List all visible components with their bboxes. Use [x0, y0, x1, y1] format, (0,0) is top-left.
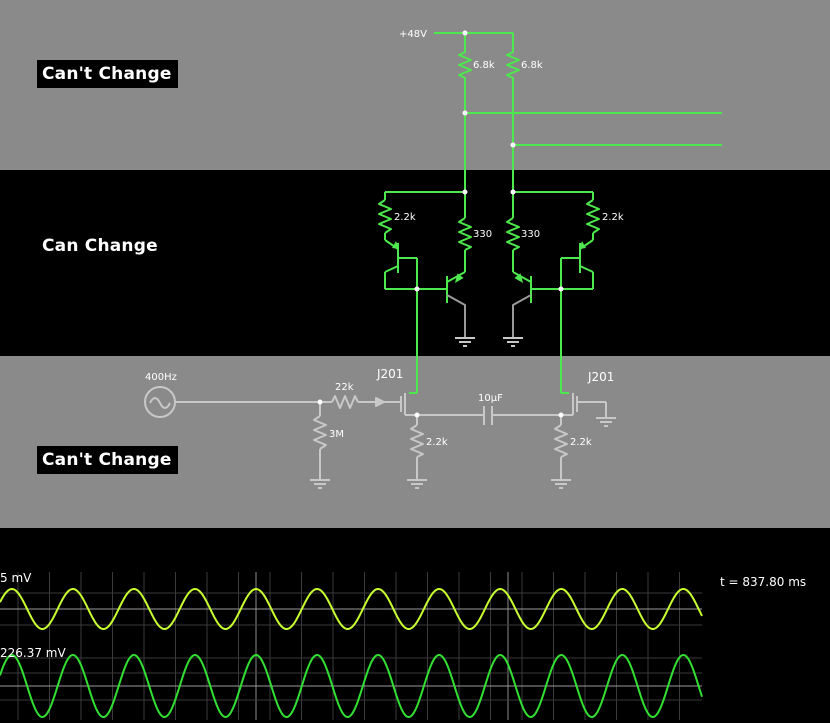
scope-grid: [0, 572, 702, 720]
scope-trace-2: [0, 653, 703, 719]
label-2k2-right: 2.2k: [602, 212, 624, 223]
middle-zone-label: Can Change: [42, 236, 158, 256]
label-6k8-right: 6.8k: [521, 60, 543, 71]
resistor-2k2-left: [378, 199, 392, 234]
supply-label: +48V: [399, 29, 427, 40]
label-22k: 22k: [335, 382, 354, 393]
label-source: 400Hz: [145, 372, 177, 383]
resistor-source-left: [410, 424, 424, 458]
resistor-330-right: [506, 217, 520, 251]
label-jfet-left: J201: [376, 367, 403, 381]
resistor-2k2-right: [586, 199, 600, 234]
resistor-source-right: [554, 424, 568, 458]
resistor-6k8-left: [458, 48, 472, 82]
label-source-resistor-right: 2.2k: [570, 437, 592, 448]
trace2-scale: 226.37 mV: [0, 646, 66, 660]
resistor-22k: [331, 395, 359, 409]
input-stage[interactable]: [144, 386, 616, 489]
label-3m: 3M: [329, 429, 344, 440]
trace1-scale: 5 mV: [0, 571, 32, 585]
label-2k2-left: 2.2k: [394, 212, 416, 223]
label-6k8-left: 6.8k: [473, 60, 495, 71]
label-330-left: 330: [473, 229, 492, 240]
resistor-330-left: [458, 217, 472, 251]
label-source-resistor-left: 2.2k: [426, 437, 448, 448]
resistor-6k8-right: [506, 48, 520, 82]
resistor-3m: [313, 415, 327, 450]
label-330-right: 330: [521, 229, 540, 240]
time-readout: t = 837.80 ms: [720, 575, 806, 589]
label-capacitor: 10µF: [478, 393, 503, 404]
bottom-zone-label: Can't Change: [37, 446, 178, 474]
bottom-zone: [0, 356, 830, 528]
middle-zone: [0, 170, 830, 356]
label-jfet-right: J201: [587, 370, 614, 384]
scope-trace-1: [0, 587, 703, 631]
top-zone-label: Can't Change: [37, 60, 178, 88]
active-circuit[interactable]: [378, 32, 722, 394]
